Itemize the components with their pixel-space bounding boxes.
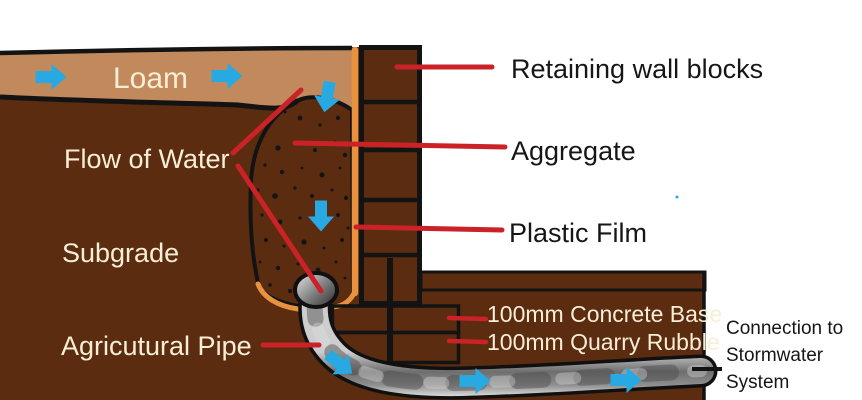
pipe-opening [293, 271, 339, 309]
retaining-wall-blocks-label: Retaining wall blocks [511, 54, 763, 84]
leader-quarry-rubble [446, 338, 489, 345]
loam-top-border [0, 45, 353, 56]
stray-blue-dot [675, 195, 679, 199]
pipe-mottle-light [308, 287, 707, 390]
connection-line-3: System [726, 372, 789, 393]
leader-aggregate [292, 140, 508, 150]
subgrade-label: Subgrade [62, 238, 179, 268]
loam-layer [0, 48, 352, 112]
concrete-base-label: 100mm Concrete Base [487, 301, 722, 327]
loam-label: Loam [113, 62, 188, 95]
water-flow-arrows [35, 63, 679, 394]
leader-lines [230, 64, 722, 371]
leader-flow-up [230, 87, 304, 156]
leader-concrete-base [446, 315, 489, 322]
aggregate-speckles [256, 110, 350, 293]
leader-flow-down [235, 163, 324, 294]
quarry-rubble-label: 100mm Quarry Rubble [487, 329, 720, 355]
leader-plastic-film [353, 224, 505, 233]
connection-line-2: Stormwater [726, 345, 824, 366]
wall-block-joints [361, 99, 420, 258]
flow-of-water-label: Flow of Water [64, 144, 230, 174]
agricultural-pipe-label: Agricutural Pipe [61, 331, 252, 361]
plastic-film-wrap-left [255, 281, 301, 312]
stormwater-connection-label: Connection to Stormwater System [726, 318, 843, 393]
connection-line-1: Connection to [726, 318, 843, 339]
aggregate-label: Aggregate [511, 136, 636, 166]
plastic-film-label: Plastic Film [509, 218, 647, 248]
